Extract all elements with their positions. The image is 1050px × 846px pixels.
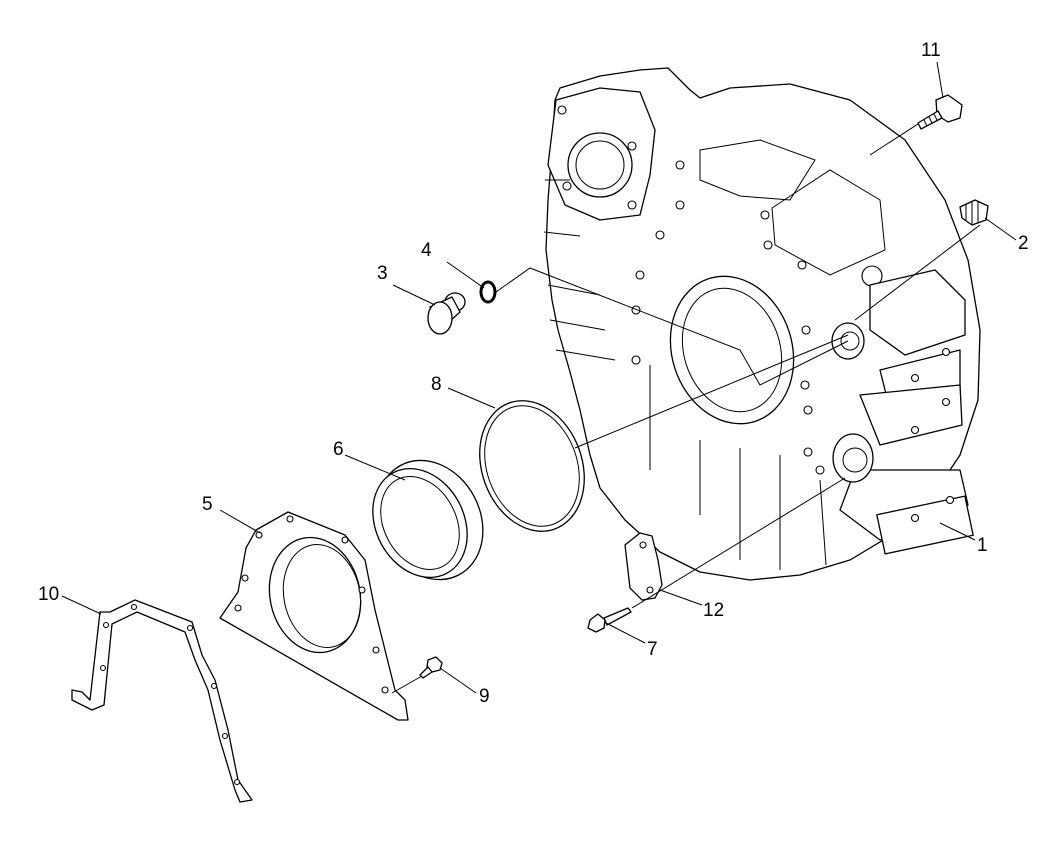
flywheel-housing [543, 67, 981, 581]
callout-3: 3 [377, 263, 388, 284]
callout-4: 4 [421, 240, 432, 261]
leader-lines [61, 61, 1017, 694]
callout-5: 5 [202, 494, 213, 515]
callout-2: 2 [1018, 233, 1029, 254]
callout-9: 9 [479, 686, 490, 707]
cover-plate-part-12 [624, 532, 663, 601]
flange-bolt-holes [631, 160, 825, 475]
oil-seal-retainer-part-5 [219, 511, 409, 721]
callout-1: 1 [977, 535, 988, 556]
gasket-part-10 [71, 599, 253, 803]
callout-labels: 1 2 3 4 5 6 7 8 9 10 11 12 [38, 40, 1029, 707]
bolt-part-11 [917, 94, 963, 130]
callout-11: 11 [921, 40, 941, 61]
plug-part-2 [959, 199, 989, 226]
callout-7: 7 [647, 639, 658, 660]
cap-part-3 [427, 292, 466, 335]
oil-seal-part-6 [372, 459, 484, 581]
callout-10: 10 [38, 584, 59, 605]
callout-8: 8 [431, 374, 442, 395]
bolt-part-9 [419, 656, 443, 679]
callout-12: 12 [703, 600, 724, 621]
o-ring-part-4 [479, 280, 497, 304]
bolt-part-7 [587, 607, 632, 633]
seal-ring-part-8 [479, 400, 585, 532]
callout-6: 6 [333, 439, 344, 460]
